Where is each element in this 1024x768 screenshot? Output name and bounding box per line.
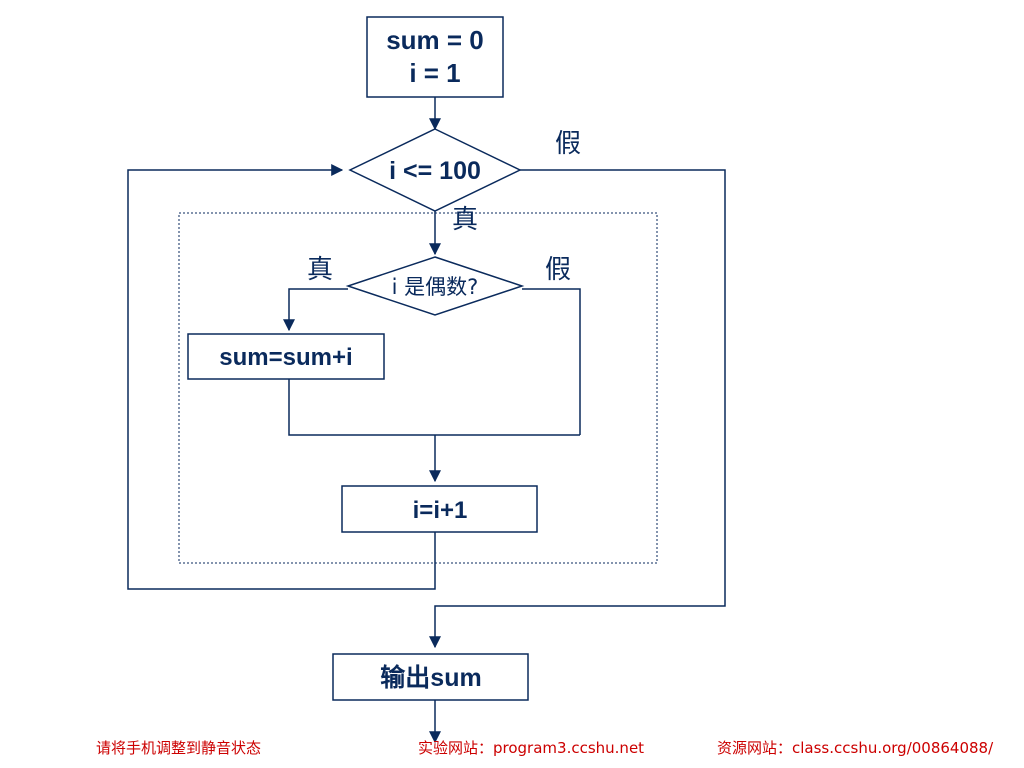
even-condition-diamond (345, 256, 525, 316)
output-step-box (332, 653, 529, 701)
init-line-1: sum = 0 (386, 25, 484, 55)
footer-right-text: 资源网站：class.ccshu.org/00864088/ (717, 739, 994, 757)
loop-false-label: 假 (555, 129, 581, 159)
even-true-label: 真 (307, 255, 333, 285)
edge-even-true (283, 288, 348, 332)
edge-loop-false (429, 169, 726, 649)
increment-step-box (341, 485, 538, 533)
loop-body-frame (178, 212, 658, 564)
edge-even-false (522, 288, 581, 435)
loop-true-label: 真 (452, 205, 478, 235)
even-false-label: 假 (545, 255, 571, 285)
add-step-box (187, 333, 385, 380)
init-box (366, 16, 504, 98)
footer-left-text: 请将手机调整到静音状态 (96, 739, 261, 757)
add-step-text: sum=sum+i (219, 344, 352, 371)
edge-loop-back (127, 164, 436, 590)
footer-middle-text: 实验网站：program3.ccshu.net (418, 739, 644, 757)
init-line-2: i = 1 (409, 58, 460, 88)
edge-add-to-merge (288, 379, 580, 436)
even-condition-text: i 是偶数? (392, 275, 479, 299)
increment-step-text: i=i+1 (413, 497, 468, 524)
output-step-text: 输出sum (380, 663, 481, 692)
loop-condition-text: i <= 100 (389, 157, 481, 185)
